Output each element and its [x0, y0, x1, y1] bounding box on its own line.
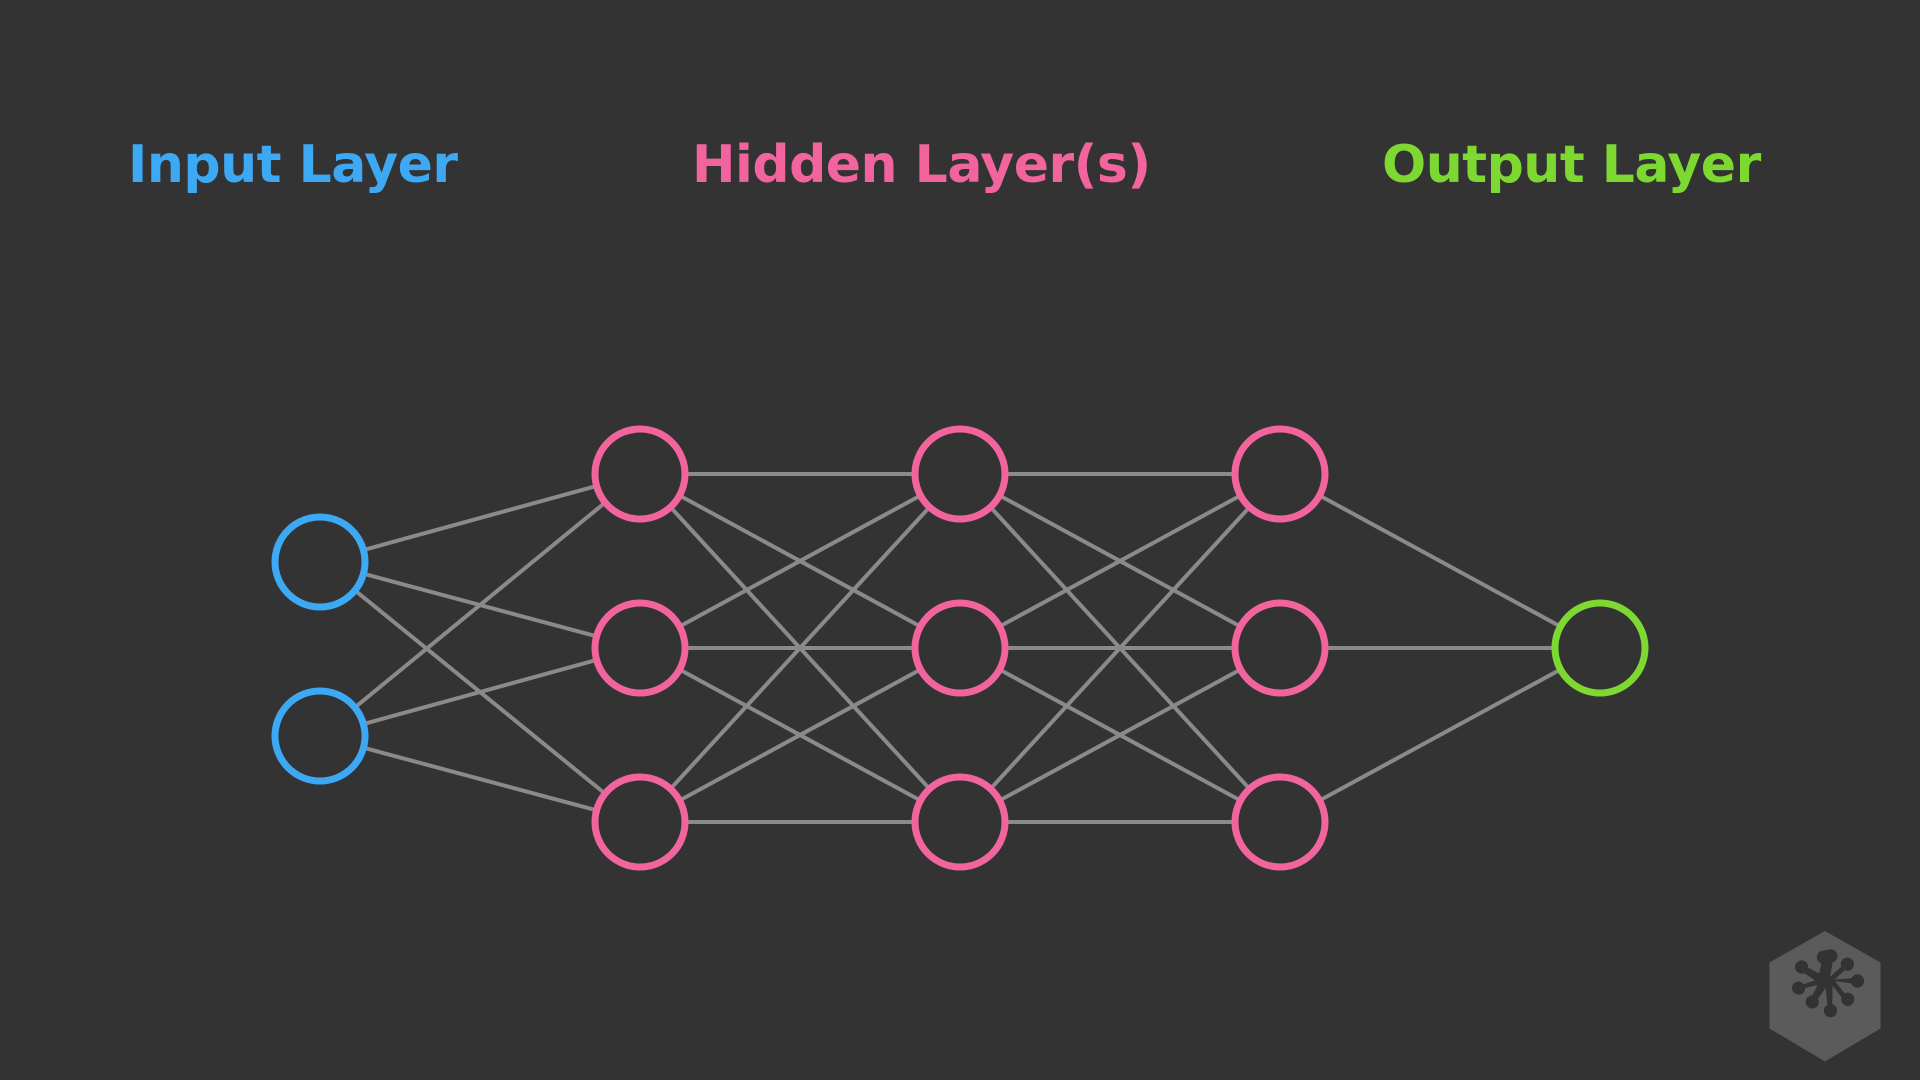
- connection-edge: [677, 667, 923, 803]
- layer-label-hidden: Hidden Layer(s): [692, 135, 1151, 195]
- neuron-hidden-1-2: [591, 599, 689, 697]
- neuron-hidden-2-2: [911, 599, 1009, 697]
- neuron-output-1: [1551, 599, 1649, 697]
- neuron-input-2: [271, 687, 369, 785]
- layer-label-output: Output Layer: [1382, 135, 1761, 195]
- watermark-neuron-glyph: [1792, 949, 1865, 1018]
- neuron-hidden-2-1: [911, 425, 1009, 523]
- connection-edge: [361, 483, 599, 553]
- connection-edge: [997, 493, 1243, 629]
- neuron-hidden-1-1: [591, 425, 689, 523]
- layer-label-input: Input Layer: [128, 135, 458, 195]
- neuron-hidden-1-3: [591, 773, 689, 871]
- connection-edges: [352, 472, 1563, 824]
- connection-edge: [668, 505, 932, 791]
- neuron-nodes: [271, 425, 1649, 871]
- connection-edge: [997, 667, 1243, 803]
- neuron-input-1: [271, 513, 369, 611]
- neuron-hidden-3-1: [1231, 425, 1329, 523]
- connection-edge: [352, 500, 608, 710]
- connection-edge: [1317, 667, 1563, 803]
- connection-edge: [677, 493, 923, 629]
- neuron-hidden-3-2: [1231, 599, 1329, 697]
- connection-edge: [361, 745, 599, 813]
- connection-edge: [1317, 493, 1563, 629]
- connection-edge: [361, 657, 599, 727]
- neuron-hidden-3-3: [1231, 773, 1329, 871]
- connection-edge: [988, 505, 1252, 791]
- watermark-logo: [1769, 931, 1881, 1062]
- neuron-hidden-2-3: [911, 773, 1009, 871]
